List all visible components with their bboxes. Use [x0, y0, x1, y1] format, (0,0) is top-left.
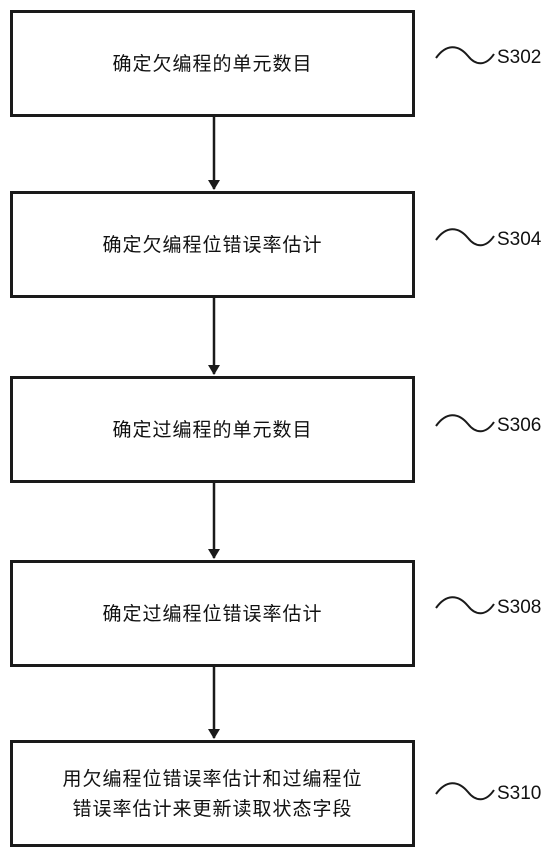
- step-text-s306: 确定过编程的单元数目: [112, 415, 312, 445]
- step-label-s310: S310: [497, 783, 542, 804]
- step-box-s310: 用欠编程位错误率估计和过编程位 错误率估计来更新读取状态字段: [10, 740, 415, 847]
- step-text-s302: 确定欠编程的单元数目: [112, 49, 312, 79]
- step-text-s308: 确定过编程位错误率估计: [102, 599, 322, 629]
- step-text-line: 错误率估计来更新读取状态字段: [72, 797, 353, 820]
- step-text-s304: 确定欠编程位错误率估计: [102, 230, 322, 260]
- step-box-s308: 确定过编程位错误率估计: [10, 560, 415, 667]
- step-box-s304: 确定欠编程位错误率估计: [10, 191, 415, 298]
- reference-squiggle-s304: [435, 228, 495, 247]
- step-text-line: 确定欠编程的单元数目: [112, 52, 313, 75]
- step-label-s306: S306: [497, 415, 542, 436]
- step-label-s308: S308: [497, 597, 542, 618]
- step-text-line: 用欠编程位错误率估计和过编程位: [62, 767, 363, 790]
- step-box-s306: 确定过编程的单元数目: [10, 376, 415, 483]
- reference-squiggle-s302: [435, 46, 495, 65]
- step-text-line: 确定过编程的单元数目: [112, 418, 313, 441]
- reference-squiggle-s310: [435, 782, 495, 801]
- step-label-s304: S304: [497, 229, 542, 250]
- step-text-line: 确定欠编程位错误率估计: [102, 233, 323, 256]
- step-box-s302: 确定欠编程的单元数目: [10, 10, 415, 117]
- step-label-s302: S302: [497, 47, 542, 68]
- reference-squiggle-s308: [435, 596, 495, 615]
- step-text-line: 确定过编程位错误率估计: [102, 602, 323, 625]
- reference-squiggle-s306: [435, 414, 495, 433]
- step-text-s310: 用欠编程位错误率估计和过编程位 错误率估计来更新读取状态字段: [62, 764, 362, 824]
